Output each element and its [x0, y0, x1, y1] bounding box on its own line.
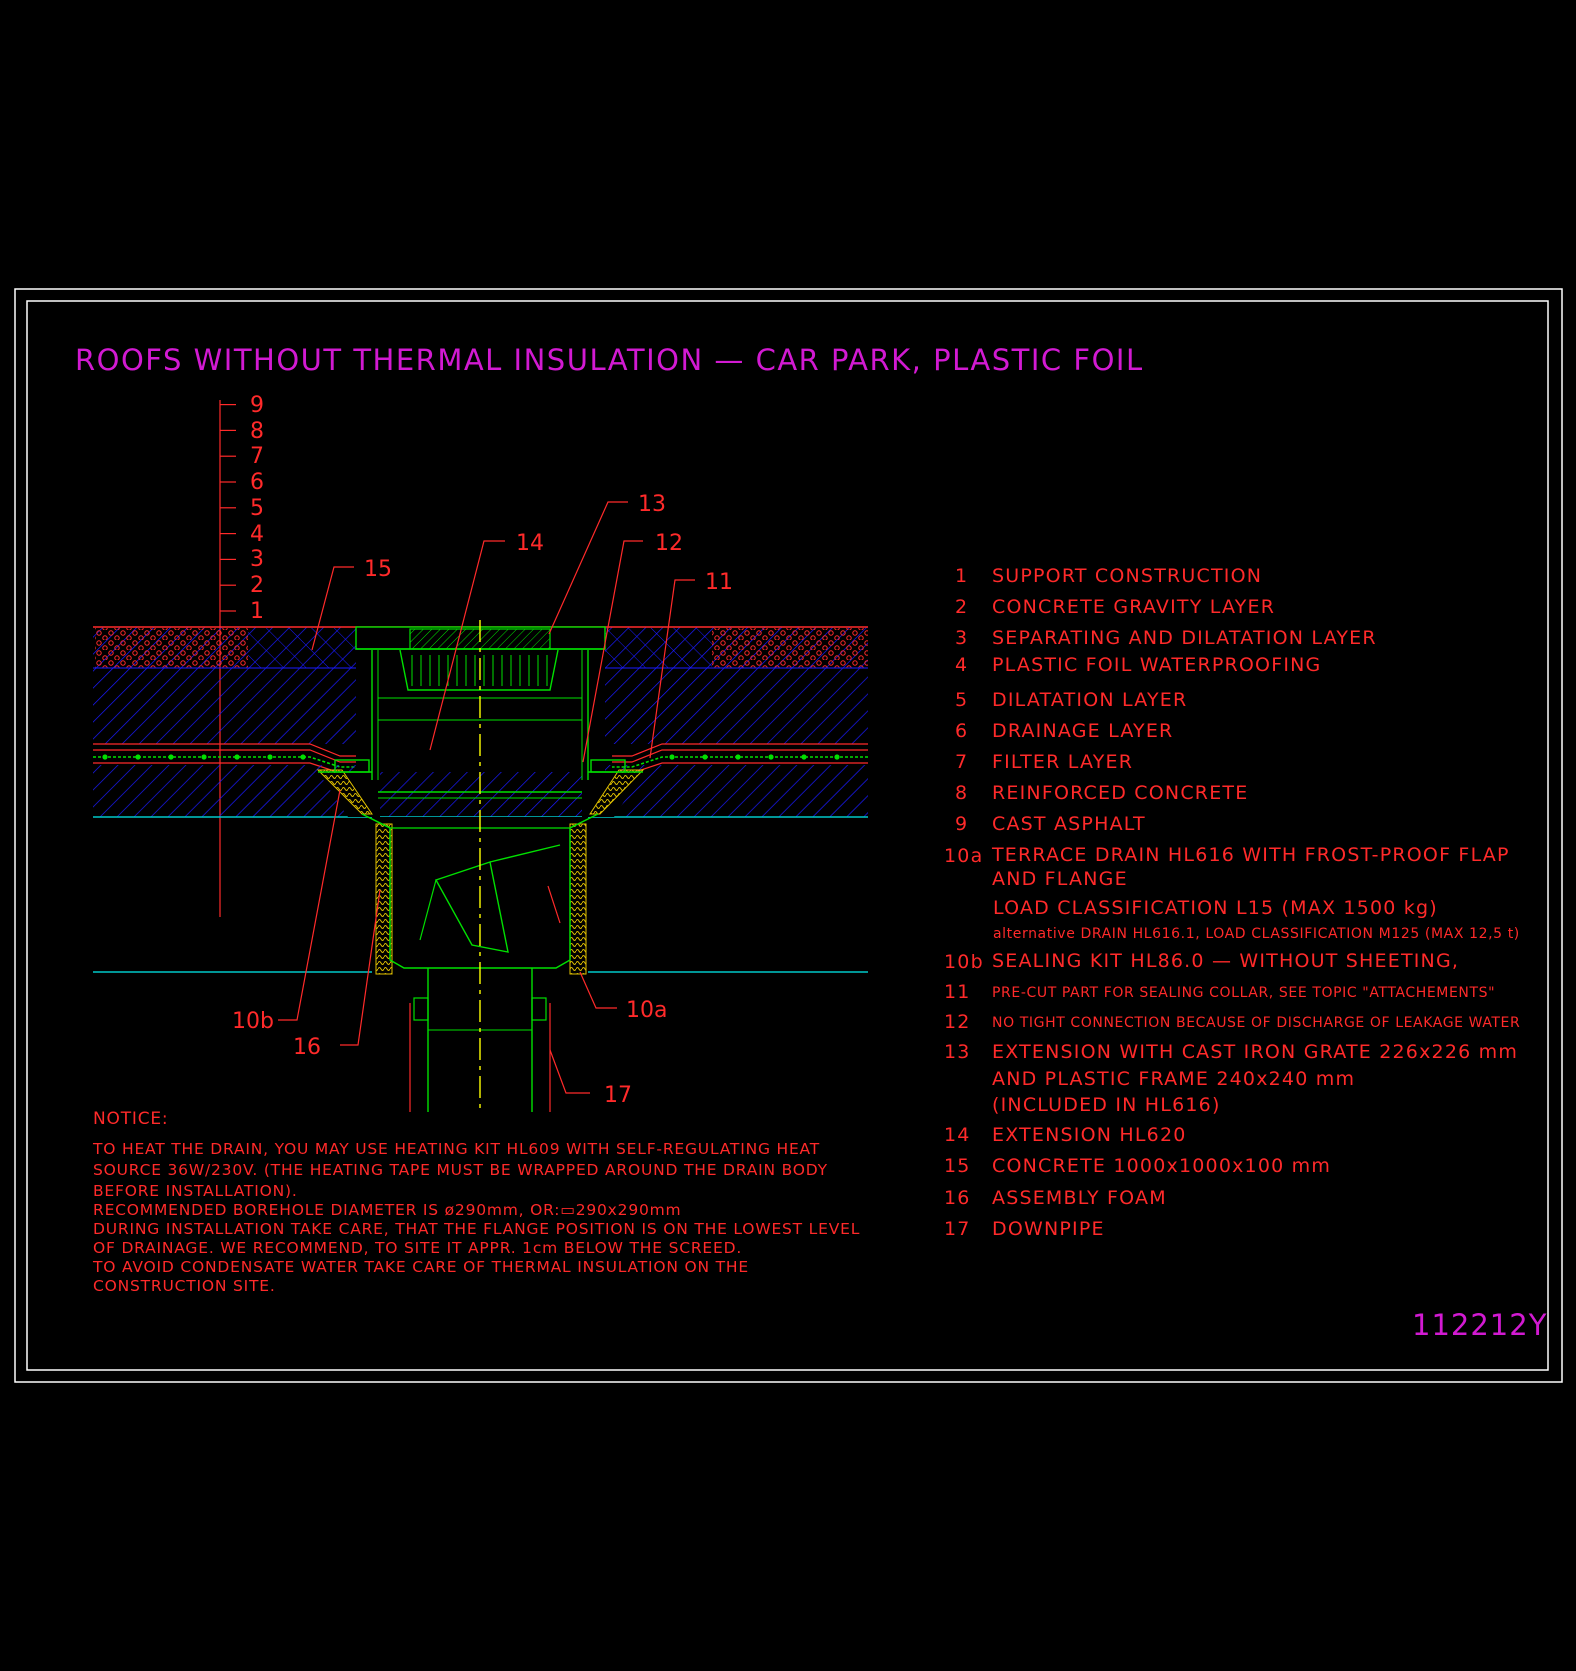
legend-text: FILTER LAYER [992, 751, 1133, 773]
scale-2: 2 [250, 573, 264, 598]
legend-text-line2: AND PLASTIC FRAME 240x240 mm [992, 1068, 1355, 1090]
scale-6: 6 [250, 470, 264, 495]
legend-num: 6 [955, 720, 968, 742]
legend-num: 9 [955, 813, 968, 835]
legend-num: 2 [955, 596, 968, 618]
legend: 1 SUPPORT CONSTRUCTION 2 CONCRETE GRAVIT… [944, 565, 1520, 1240]
callout-14: 14 [516, 531, 544, 556]
legend-text: CONCRETE GRAVITY LAYER [992, 596, 1275, 618]
legend-text: SEPARATING AND DILATATION LAYER [992, 627, 1377, 649]
legend-num: 1 [955, 565, 968, 587]
callout-15: 15 [364, 557, 392, 582]
notice-line: BEFORE INSTALLATION). [93, 1182, 298, 1200]
foil-dot [834, 754, 840, 760]
foil-dot [168, 754, 174, 760]
callout-17: 17 [604, 1083, 632, 1108]
legend-text: TERRACE DRAIN HL616 WITH FROST-PROOF FLA… [991, 844, 1510, 866]
scale-3: 3 [250, 547, 264, 572]
scale-9: 9 [250, 393, 264, 418]
foil-dot [702, 754, 708, 760]
foil-dot [135, 754, 141, 760]
gravel-right [712, 628, 868, 668]
inner-frame [26, 300, 1549, 1371]
legend-num: 12 [944, 1011, 971, 1033]
foil-dot [267, 754, 273, 760]
callout-11: 11 [705, 570, 733, 595]
scale-8: 8 [250, 419, 264, 444]
legend-text: EXTENSION WITH CAST IRON GRATE 226x226 m… [992, 1041, 1518, 1063]
callout-10a: 10a [626, 998, 667, 1023]
gravel-left [95, 628, 248, 668]
foil-dot [102, 754, 108, 760]
notice: NOTICE: TO HEAT THE DRAIN, YOU MAY USE H… [92, 1109, 860, 1295]
legend-num: 16 [944, 1187, 971, 1209]
legend-text: DILATATION LAYER [992, 689, 1187, 711]
legend-num: 14 [944, 1124, 971, 1146]
outer-frame [14, 288, 1563, 1383]
legend-num: 17 [944, 1218, 971, 1240]
legend-text-small: NO TIGHT CONNECTION BECAUSE OF DISCHARGE… [992, 1015, 1520, 1031]
legend-text: SUPPORT CONSTRUCTION [992, 565, 1262, 587]
drawing-number: 112212Y [1412, 1308, 1547, 1342]
foil-dot [768, 754, 774, 760]
legend-text: CAST ASPHALT [992, 813, 1146, 835]
legend-num: 10a [944, 845, 983, 867]
notice-line: TO AVOID CONDENSATE WATER TAKE CARE OF T… [92, 1258, 749, 1276]
foil-dot [669, 754, 675, 760]
legend-text: CONCRETE 1000x1000x100 mm [992, 1155, 1331, 1177]
legend-text-small: PRE-CUT PART FOR SEALING COLLAR, SEE TOP… [992, 985, 1495, 1001]
notice-line: CONSTRUCTION SITE. [93, 1277, 276, 1295]
legend-text-line2: AND FLANGE [992, 868, 1128, 890]
notice-line: RECOMMENDED BOREHOLE DIAMETER IS ø290mm,… [93, 1201, 681, 1219]
notice-line: SOURCE 36W/230V. (THE HEATING TAPE MUST … [93, 1161, 828, 1179]
callout-12: 12 [655, 531, 683, 556]
legend-text: PLASTIC FOIL WATERPROOFING [992, 654, 1322, 676]
notice-heading: NOTICE: [93, 1109, 168, 1129]
foil-dot [801, 754, 807, 760]
legend-text: SEALING KIT HL86.0 — WITHOUT SHEETING, [992, 950, 1459, 972]
legend-text: DRAINAGE LAYER [992, 720, 1173, 742]
legend-num: 7 [955, 751, 968, 773]
drawing-title: ROOFS WITHOUT THERMAL INSULATION — CAR P… [75, 343, 1144, 377]
legend-text: ASSEMBLY FOAM [992, 1187, 1167, 1209]
legend-text-small: alternative DRAIN HL616.1, LOAD CLASSIFI… [993, 926, 1520, 942]
callout-16: 16 [293, 1035, 321, 1060]
legend-num: 5 [955, 689, 968, 711]
legend-num: 15 [944, 1155, 971, 1177]
legend-num: 3 [955, 627, 968, 649]
legend-num: 10b [944, 951, 984, 973]
legend-num: 11 [944, 981, 971, 1003]
scale-1: 1 [250, 599, 264, 624]
notice-line: DURING INSTALLATION TAKE CARE, THAT THE … [93, 1220, 860, 1238]
scale-7: 7 [250, 444, 264, 469]
notice-line: OF DRAINAGE. WE RECOMMEND, TO SITE IT AP… [93, 1239, 742, 1257]
callout-10b: 10b [232, 1009, 274, 1034]
foil-dot [300, 754, 306, 760]
notice-line: TO HEAT THE DRAIN, YOU MAY USE HEATING K… [92, 1140, 820, 1158]
scale-4: 4 [250, 522, 264, 547]
cross-section: 15 14 13 12 11 10b 16 10a 17 1 2 3 4 5 6… [93, 393, 868, 1112]
legend-num: 4 [955, 654, 968, 676]
legend-text-line3: (INCLUDED IN HL616) [992, 1094, 1221, 1116]
scale-5: 5 [250, 496, 264, 521]
callout-13: 13 [638, 492, 666, 517]
foil-dot [735, 754, 741, 760]
foil-dot [201, 754, 207, 760]
legend-num: 13 [944, 1041, 971, 1063]
foil-dot [234, 754, 240, 760]
legend-num: 8 [955, 782, 968, 804]
legend-text: EXTENSION HL620 [992, 1124, 1187, 1146]
legend-text: REINFORCED CONCRETE [992, 782, 1248, 804]
legend-text: LOAD CLASSIFICATION L15 (MAX 1500 kg) [993, 897, 1438, 919]
legend-text: DOWNPIPE [992, 1218, 1105, 1240]
